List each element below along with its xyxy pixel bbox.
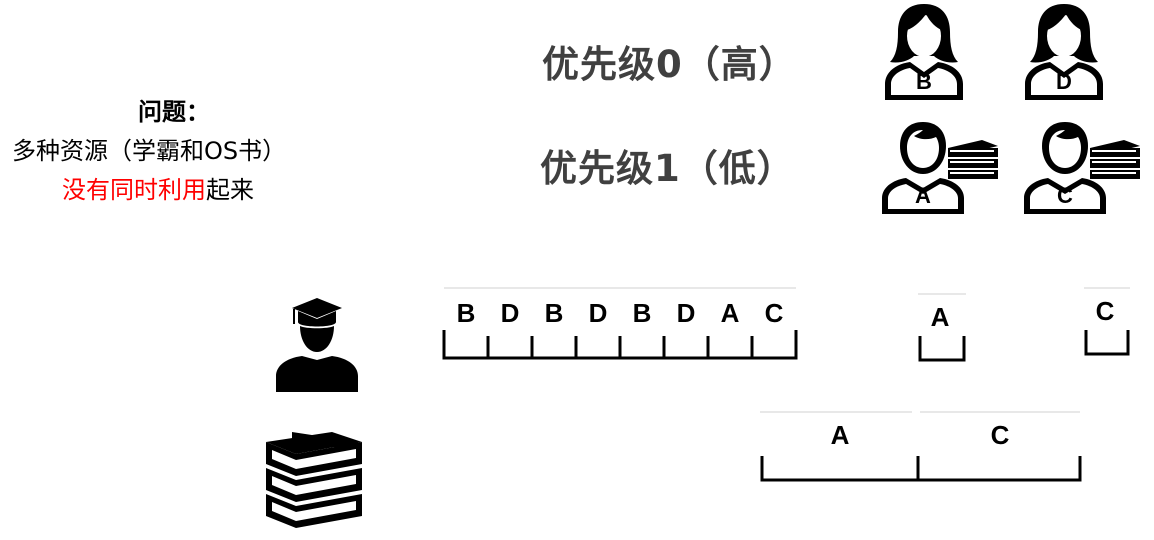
female-student-icon-d: D [1025,4,1103,100]
slot-label: D [588,298,608,328]
slot-label: B [632,298,652,328]
person-label: C [1057,183,1073,208]
slot-label: A [930,302,950,332]
person-label: A [915,183,931,208]
slot-label: C [990,420,1010,450]
problem-line-2-tail: 起来 [206,176,254,204]
problem-title: 问题： [138,98,210,126]
priority-low-label: 优先级1（低） [540,147,795,190]
slot-label: A [830,420,850,450]
slot-label: D [676,298,696,328]
book-stack-icon [266,432,362,528]
female-student-icon-b: B [885,4,963,100]
person-label: D [1056,69,1072,94]
slot-label: C [764,298,784,328]
priority-high-label: 优先级0（高） [542,43,797,86]
graduate-tutor-icon [276,298,358,392]
person-label: B [916,69,932,94]
problem-line-2: 没有同时利用起来 [62,170,254,205]
small-books-icon [1090,140,1140,179]
tutor-extra-slot-a [918,293,966,362]
problem-line-1: 多种资源（学霸和OS书） [12,137,287,165]
small-books-icon [948,140,998,179]
slot-label: C [1095,296,1115,326]
slot-label: D [500,298,520,328]
slot-label: B [544,298,564,328]
problem-line-2-highlight: 没有同时利用 [62,176,206,204]
slot-label: A [720,298,740,328]
tutor-timeline [442,287,798,360]
male-student-books-icon-c: C [1024,122,1140,214]
tutor-slot-labels: B D B D B D A C [444,298,796,329]
book-timeline [760,411,1082,482]
slot-label: B [456,298,476,328]
male-student-books-icon-a: A [882,122,998,214]
tutor-extra-slot-c [1084,287,1130,356]
